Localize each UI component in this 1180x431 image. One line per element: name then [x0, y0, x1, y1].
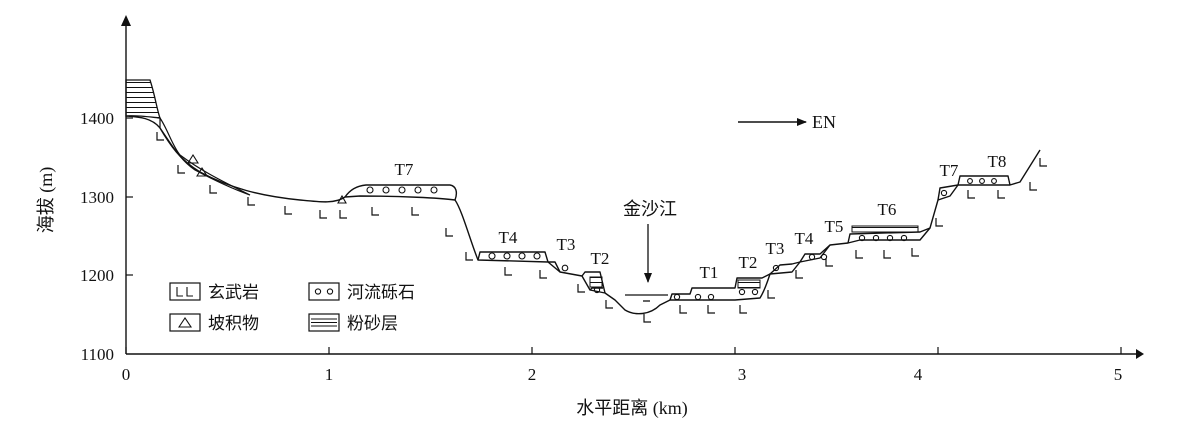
legend-item-basalt: 玄武岩 — [169, 282, 259, 302]
legend-item-silt: 粉砂层 — [308, 313, 398, 333]
y-axis-label: 海拔 (m) — [36, 167, 57, 234]
x-tick-label: 0 — [122, 365, 131, 384]
terrace-label: T8 — [988, 152, 1007, 171]
x-tick-label: 5 — [1114, 365, 1123, 384]
terrace-label: T2 — [739, 253, 758, 272]
y-tick-label: 1400 — [80, 109, 114, 128]
terrace-deposits — [344, 175, 1011, 301]
y-tick-label: 1200 — [80, 266, 114, 285]
terrace-label: T7 — [395, 160, 414, 179]
x-tick-label: 1 — [325, 365, 334, 384]
legend-label: 坡积物 — [208, 314, 259, 333]
y-axis-arrow — [121, 15, 131, 26]
legend: 玄武岩 河流砾石 坡积物 粉砂层 — [169, 282, 415, 333]
legend-item-colluvium: 坡积物 — [169, 313, 259, 333]
x-axis-arrow — [1136, 349, 1144, 359]
terrace-label: T6 — [878, 200, 897, 219]
legend-label: 河流砾石 — [347, 283, 415, 302]
legend-label: 玄武岩 — [208, 283, 259, 302]
direction-indicator: EN — [738, 112, 836, 132]
terrace-label: T2 — [591, 249, 610, 268]
terrace-label: T3 — [557, 235, 576, 254]
colluvium-left-slope — [159, 116, 347, 204]
river-channel — [625, 294, 668, 302]
x-tick-label: 3 — [738, 365, 747, 384]
y-tick-label: 1100 — [81, 345, 114, 364]
bedrock-profile — [125, 115, 1041, 315]
basalt-marks — [156, 132, 1047, 323]
legend-item-gravel: 河流砾石 — [308, 282, 415, 302]
terrace-label: T4 — [795, 229, 814, 248]
terrace-labels: T7 T4 T3 T2 T1 T2 T3 T4 T5 T6 T7 T8 — [395, 152, 1007, 282]
terrace-label: T5 — [825, 217, 844, 236]
river-annotation: 金沙江 — [623, 199, 677, 283]
silt-layers — [589, 225, 919, 289]
gravel-clasts — [366, 178, 997, 301]
terrace-label: T3 — [766, 239, 785, 258]
river-label: 金沙江 — [623, 199, 677, 219]
y-tick-label: 1300 — [80, 188, 114, 207]
terrace-label: T1 — [700, 263, 719, 282]
axes: 0 1 2 3 4 5 1100 1200 1300 1400 水平距离 (km… — [36, 15, 1144, 419]
silt-deposit-top-left — [125, 79, 161, 119]
terrace-label: T4 — [499, 228, 518, 247]
x-tick-label: 2 — [528, 365, 537, 384]
direction-label: EN — [812, 112, 836, 132]
terrace-label: T7 — [940, 161, 959, 180]
legend-label: 粉砂层 — [347, 314, 398, 333]
x-axis-label: 水平距离 (km) — [576, 398, 688, 419]
x-tick-label: 4 — [914, 365, 923, 384]
